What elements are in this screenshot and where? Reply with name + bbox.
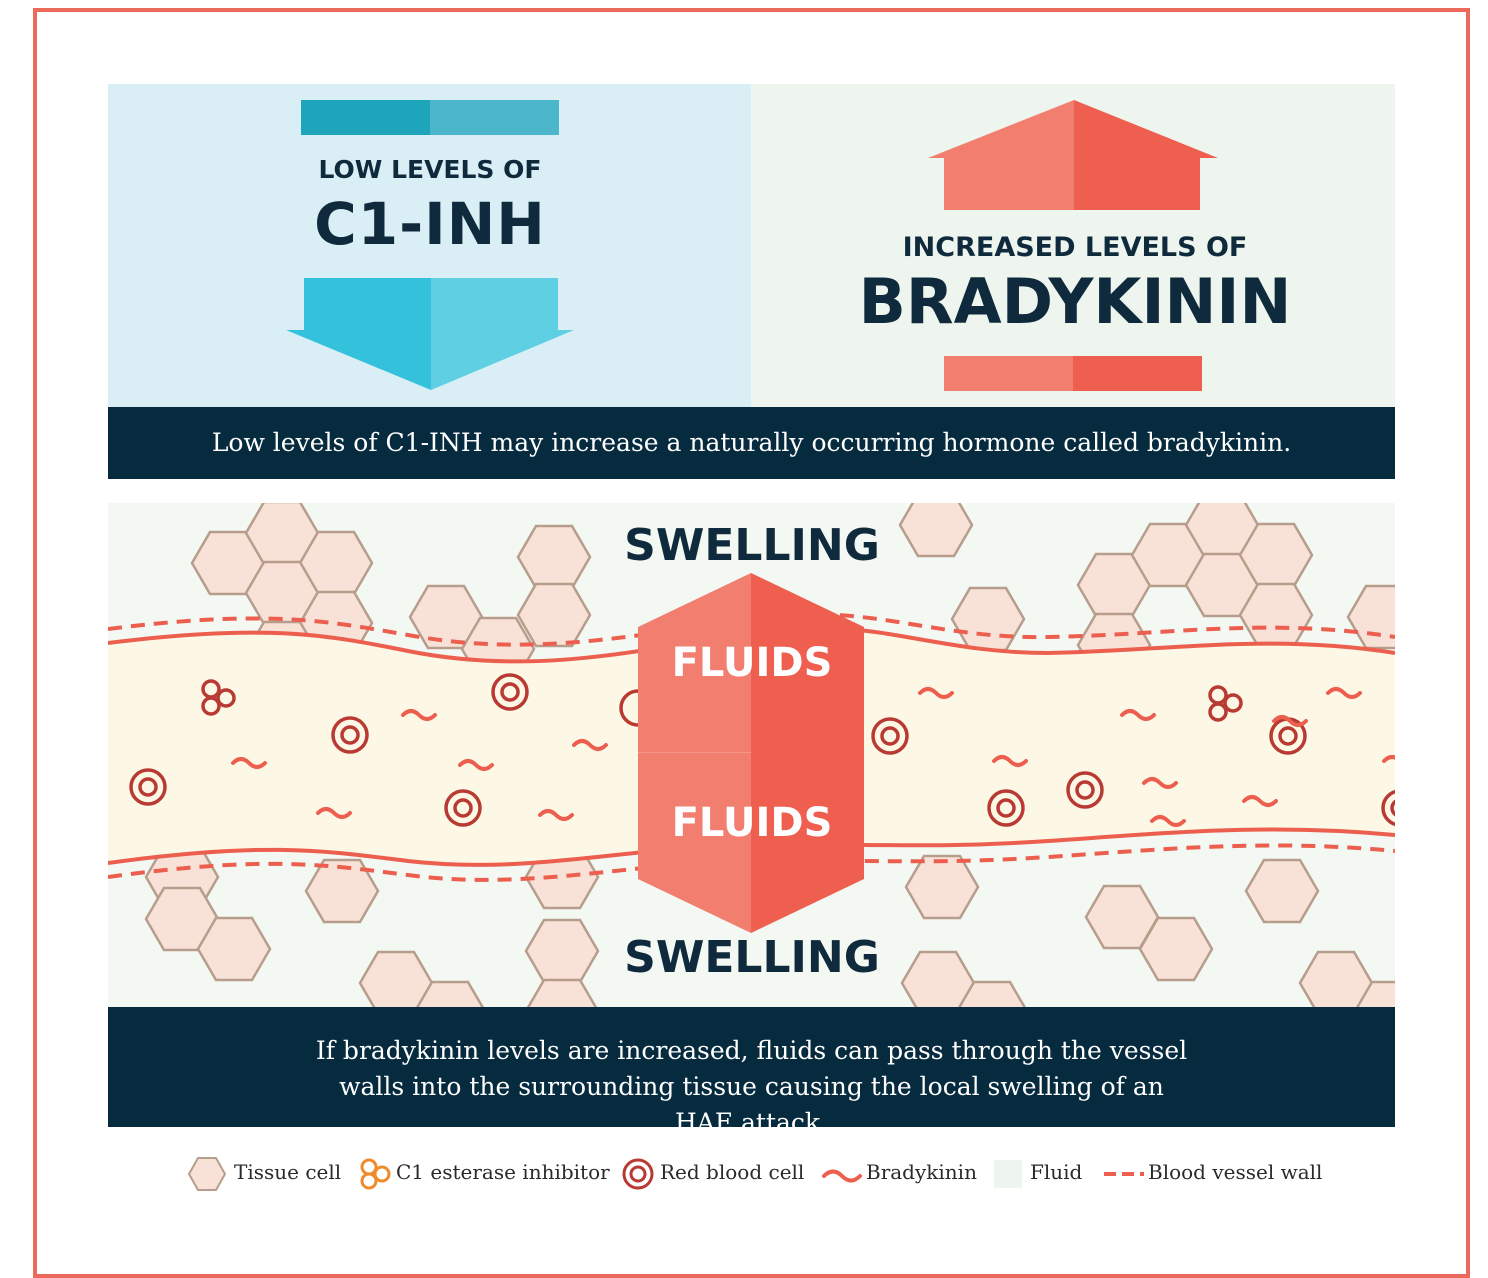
c1-inh-heading: C1-INH xyxy=(260,190,600,258)
fluids-down-label: FLUIDS xyxy=(640,800,864,846)
legend: Tissue cell C1 esterase inhibitor Red bl… xyxy=(186,1154,1326,1194)
red-blood-cell-icon xyxy=(620,1154,660,1194)
bradykinin-heading: BRADYKININ xyxy=(840,265,1310,338)
vessel-wall-icon xyxy=(1102,1154,1146,1194)
legend-fluid: Fluid xyxy=(994,1154,1094,1194)
legend-fluid-label: Fluid xyxy=(1030,1160,1082,1184)
legend-c1-inhibitor-label: C1 esterase inhibitor xyxy=(396,1160,610,1184)
swelling-top-label: SWELLING xyxy=(600,520,904,571)
legend-vessel-wall-label: Blood vessel wall xyxy=(1148,1160,1322,1184)
top-caption: Low levels of C1-INH may increase a natu… xyxy=(108,407,1395,479)
legend-vessel-wall: Blood vessel wall xyxy=(1102,1154,1326,1194)
legend-red-blood-cell-label: Red blood cell xyxy=(660,1160,804,1184)
up-arrow-icon xyxy=(928,100,1220,212)
legend-bradykinin-label: Bradykinin xyxy=(866,1160,977,1184)
legend-tissue-cell-label: Tissue cell xyxy=(234,1160,341,1184)
bottom-caption: If bradykinin levels are increased, flui… xyxy=(108,1007,1395,1127)
bradykinin-heading-small: INCREASED LEVELS OF xyxy=(860,232,1290,263)
fluids-up-label: FLUIDS xyxy=(640,640,864,686)
legend-red-blood-cell: Red blood cell xyxy=(620,1154,800,1194)
down-arrow-icon xyxy=(286,278,576,392)
bradykinin-icon xyxy=(820,1154,864,1194)
bradykinin-level-bar xyxy=(944,356,1202,391)
legend-c1-inhibitor: C1 esterase inhibitor xyxy=(358,1154,608,1194)
tissue-cell-icon xyxy=(186,1154,228,1194)
c1-inh-heading-small: LOW LEVELS OF xyxy=(280,155,580,184)
swelling-bottom-label: SWELLING xyxy=(600,932,904,983)
legend-bradykinin: Bradykinin xyxy=(820,1154,980,1194)
fluids-double-arrow xyxy=(638,573,864,933)
c1-inhibitor-icon xyxy=(358,1154,398,1194)
c1-inh-level-bar xyxy=(301,100,559,135)
fluid-swatch-icon xyxy=(994,1154,1024,1194)
legend-tissue-cell: Tissue cell xyxy=(186,1154,346,1194)
